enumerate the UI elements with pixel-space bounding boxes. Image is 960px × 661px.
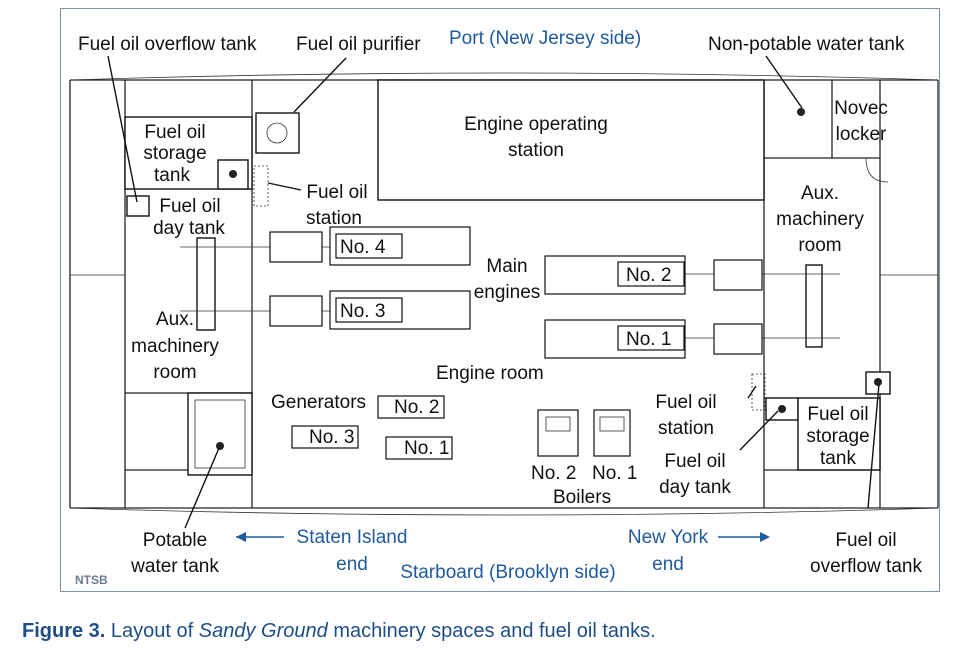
label-generators: Generators: [271, 392, 366, 413]
ntsb-logo: NTSB: [75, 573, 108, 587]
generator-no3-label: No. 3: [309, 427, 354, 448]
right-fuel-oil-station: [751, 373, 766, 411]
label-fuel-oil-station-right-2: station: [658, 418, 714, 439]
label-engine-operating-station-2: station: [508, 140, 564, 161]
potable-water-tank: [187, 392, 253, 476]
label-day-tank-left-1: Fuel oil: [159, 196, 220, 217]
main-engine-no4: No. 4: [269, 226, 471, 266]
label-day-tank-right-2: day tank: [659, 477, 731, 498]
generator-no3: No. 3: [291, 425, 359, 449]
left-fuel-oil-storage-tank: [124, 116, 253, 190]
right-fuel-oil-day-tank: [765, 397, 799, 421]
label-aux-room-left-1: Aux.: [156, 309, 194, 330]
label-potable-water-tank-2: water tank: [130, 556, 219, 577]
label-novec-locker-1: Novec: [834, 98, 888, 119]
label-boiler-no1: No. 1: [592, 463, 637, 484]
label-aux-room-right-1: Aux.: [801, 183, 839, 204]
caption-vessel-name: Sandy Ground: [198, 620, 328, 642]
label-boiler-no2: No. 2: [531, 463, 576, 484]
label-aux-room-right-2: machinery: [776, 209, 864, 230]
non-potable-water-tank-marker: [797, 108, 805, 116]
label-storage-tank-left-2: storage: [143, 143, 206, 164]
generator-no2-label: No. 2: [394, 397, 439, 418]
label-day-tank-right-1: Fuel oil: [664, 451, 725, 472]
staten-island-arrow: [236, 532, 284, 542]
engine-no2-label: No. 2: [626, 265, 671, 286]
label-main-engines-1: Main: [486, 256, 527, 277]
boiler-no1: [593, 409, 631, 457]
label-boilers: Boilers: [553, 487, 611, 508]
label-aux-room-left-3: room: [153, 362, 196, 383]
label-new-york-1: New York: [628, 527, 709, 548]
generator-no2: No. 2: [377, 395, 445, 419]
label-staten-island-2: end: [336, 554, 368, 575]
label-engine-room: Engine room: [436, 363, 544, 384]
new-york-arrow: [718, 532, 770, 542]
label-aux-room-left-2: machinery: [131, 336, 219, 357]
label-fuel-oil-station-right-1: Fuel oil: [655, 392, 716, 413]
label-engine-operating-station-1: Engine operating: [464, 114, 608, 135]
label-storage-tank-left-3: tank: [154, 165, 190, 186]
label-fuel-oil-station-left-1: Fuel oil: [306, 182, 367, 203]
left-fuel-oil-overflow-tank: [126, 195, 150, 217]
label-non-potable-water-tank: Non-potable water tank: [708, 34, 905, 55]
label-storage-tank-left-1: Fuel oil: [144, 122, 205, 143]
label-fuel-oil-overflow-tank-top: Fuel oil overflow tank: [78, 34, 257, 55]
main-engine-no3: No. 3: [269, 290, 471, 330]
label-main-engines-2: engines: [474, 282, 541, 303]
engine-no1-label: No. 1: [626, 329, 671, 350]
left-fuel-oil-station: [253, 165, 269, 207]
leader-lines: [107, 55, 880, 529]
main-engine-no1: No. 1: [544, 319, 763, 359]
right-fuel-oil-overflow-tank: [865, 371, 891, 395]
label-day-tank-left-2: day tank: [153, 218, 225, 239]
label-fuel-oil-purifier: Fuel oil purifier: [296, 34, 421, 55]
generator-no1: No. 1: [385, 436, 453, 460]
caption-text-after: machinery spaces and fuel oil tanks.: [333, 620, 656, 642]
label-storage-tank-right-3: tank: [820, 448, 856, 469]
figure-caption: Figure 3. Layout of Sandy Ground machine…: [22, 620, 922, 643]
right-fuel-oil-storage-tank: [797, 397, 881, 471]
label-potable-water-tank-1: Potable: [143, 530, 207, 551]
label-storage-tank-right-2: storage: [806, 426, 869, 447]
label-new-york-2: end: [652, 554, 684, 575]
engine-operating-station: [377, 79, 765, 201]
main-engine-no2: No. 2: [544, 255, 763, 295]
engine-no4-label: No. 4: [340, 237, 386, 258]
caption-figure-number: Figure 3.: [22, 620, 106, 642]
fuel-oil-purifier: [255, 112, 300, 154]
engine-no3-label: No. 3: [340, 301, 385, 322]
label-overflow-tank-bottom-2: overflow tank: [810, 556, 922, 577]
label-fuel-oil-station-left-2: station: [306, 208, 362, 229]
label-staten-island-1: Staten Island: [297, 527, 408, 548]
label-overflow-tank-bottom-1: Fuel oil: [835, 530, 896, 551]
boiler-no2: [537, 409, 579, 457]
label-port-side: Port (New Jersey side): [449, 28, 641, 49]
label-storage-tank-right-1: Fuel oil: [807, 404, 868, 425]
label-novec-locker-2: locker: [836, 124, 887, 145]
generator-no1-label: No. 1: [404, 438, 449, 459]
label-starboard-side: Starboard (Brooklyn side): [400, 562, 615, 583]
caption-text-before: Layout of: [110, 620, 194, 642]
label-aux-room-right-3: room: [798, 235, 841, 256]
